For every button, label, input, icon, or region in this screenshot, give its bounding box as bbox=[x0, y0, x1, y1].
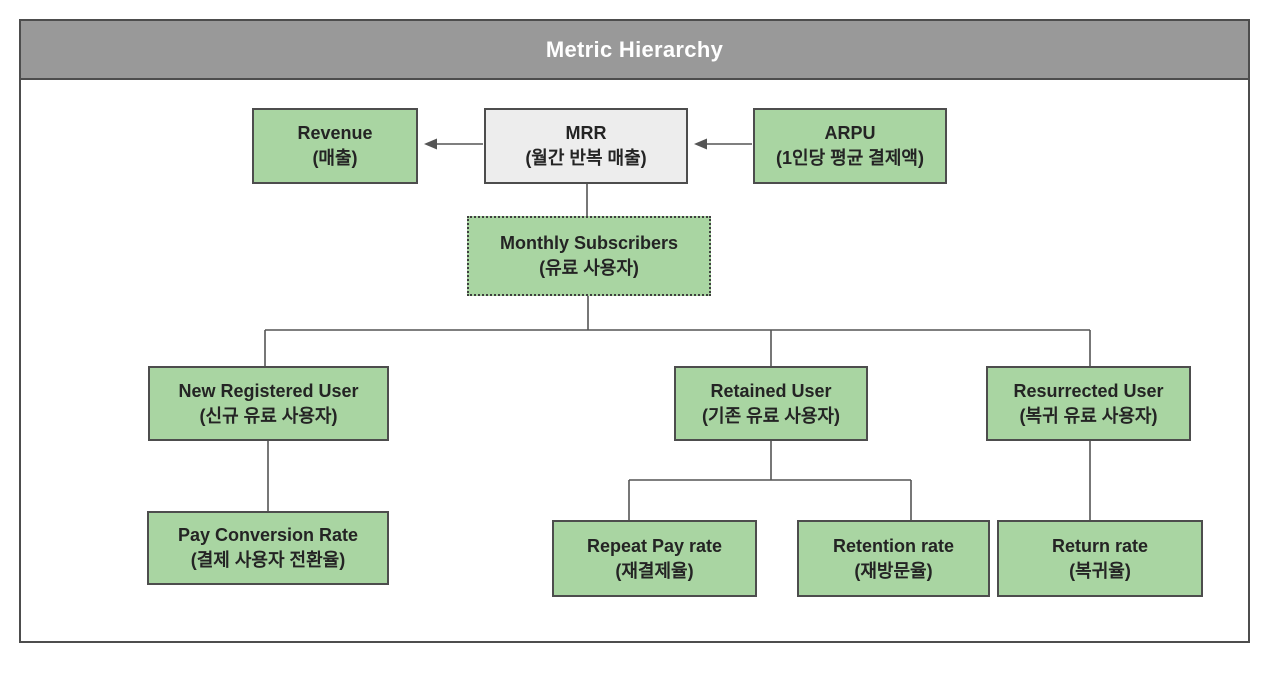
node-resurrected-user: Resurrected User (복귀 유료 사용자) bbox=[986, 366, 1191, 441]
node-sublabel: (결제 사용자 전환율) bbox=[190, 550, 346, 570]
node-return-rate: Return rate (복귀율) bbox=[997, 520, 1203, 597]
node-sublabel: (월간 반복 매출) bbox=[525, 148, 647, 168]
node-sublabel: (1인당 평균 결제액) bbox=[776, 148, 924, 168]
node-label: ARPU bbox=[824, 123, 876, 143]
node-label: Monthly Subscribers bbox=[499, 233, 679, 253]
node-revenue: Revenue (매출) bbox=[252, 108, 418, 184]
node-sublabel: (재방문율) bbox=[854, 560, 933, 581]
node-label: Return rate bbox=[1051, 535, 1149, 556]
node-repeat-pay-rate: Repeat Pay rate (재결제율) bbox=[552, 520, 757, 597]
node-label: Retained User bbox=[710, 380, 832, 401]
node-label: Pay Conversion Rate bbox=[177, 525, 359, 545]
node-label: Repeat Pay rate bbox=[586, 535, 723, 556]
node-mrr: MRR (월간 반복 매출) bbox=[484, 108, 688, 184]
node-label: Resurrected User bbox=[1013, 380, 1164, 401]
node-retained-user: Retained User (기존 유료 사용자) bbox=[674, 366, 868, 441]
node-sublabel: (복귀율) bbox=[1069, 560, 1131, 581]
node-sublabel: (복귀 유료 사용자) bbox=[1019, 405, 1158, 426]
node-arpu: ARPU (1인당 평균 결제액) bbox=[753, 108, 947, 184]
node-sublabel: (재결제율) bbox=[615, 560, 694, 581]
diagram-title-bar: Metric Hierarchy bbox=[21, 21, 1248, 80]
node-sublabel: (매출) bbox=[312, 148, 358, 168]
page-title: Metric Hierarchy bbox=[545, 36, 724, 62]
node-sublabel: (유료 사용자) bbox=[539, 258, 639, 278]
node-sublabel: (기존 유료 사용자) bbox=[702, 405, 840, 426]
node-new-registered-user: New Registered User (신규 유료 사용자) bbox=[148, 366, 389, 441]
node-sublabel: (신규 유료 사용자) bbox=[199, 405, 338, 426]
node-retention-rate: Retention rate (재방문율) bbox=[797, 520, 990, 597]
node-pay-conversion-rate: Pay Conversion Rate (결제 사용자 전환율) bbox=[147, 511, 389, 585]
node-label: MRR bbox=[565, 123, 607, 143]
node-monthly-subscribers: Monthly Subscribers (유료 사용자) bbox=[467, 216, 711, 296]
node-label: New Registered User bbox=[178, 380, 359, 401]
node-label: Revenue bbox=[297, 123, 373, 143]
node-label: Retention rate bbox=[832, 535, 955, 556]
